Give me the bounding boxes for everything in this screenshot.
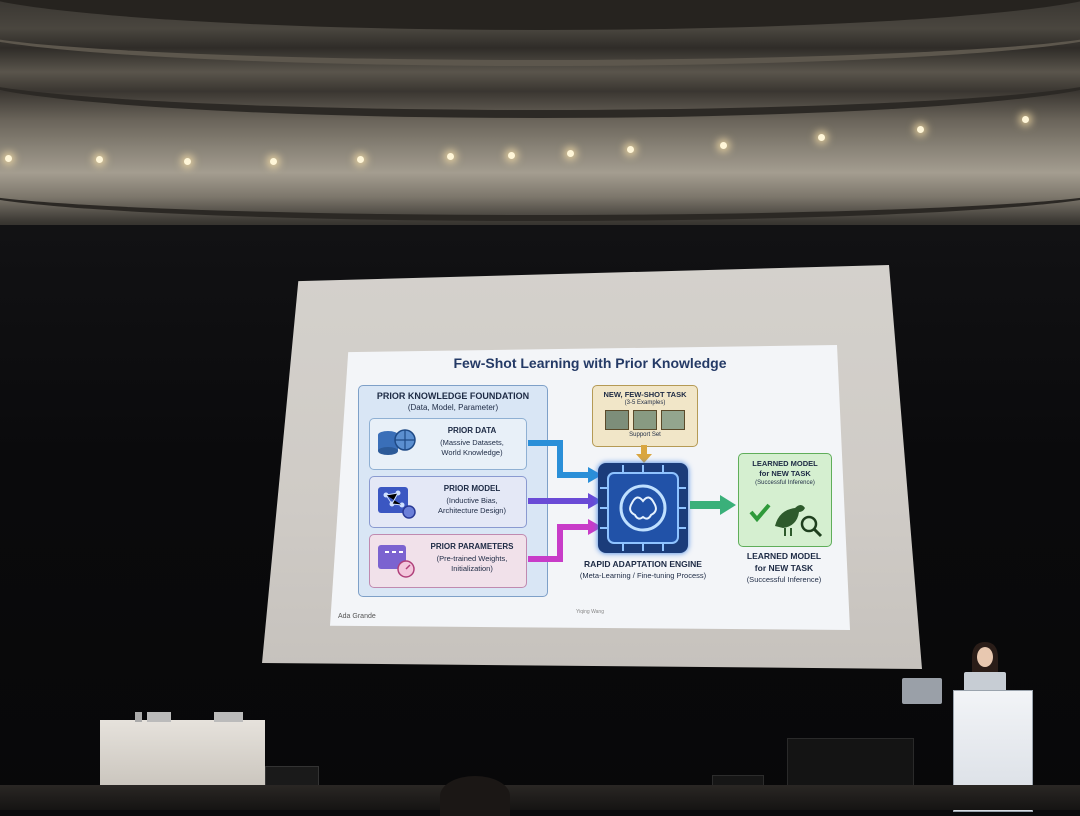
task-caption: Support Set	[629, 432, 661, 438]
network-gear-icon	[378, 487, 416, 519]
task-subheading: (3-5 Examples)	[624, 400, 666, 406]
output-arrow	[690, 495, 736, 515]
slide-title: Few-Shot Learning with Prior Knowledge	[453, 355, 727, 371]
support-image	[605, 410, 629, 430]
prior-parameters-line2: Initialization)	[451, 564, 493, 573]
ceiling-ring	[0, 155, 1080, 221]
result-label-line1: LEARNED MODEL	[746, 551, 822, 561]
foundation-heading: PRIOR KNOWLEDGE FOUNDATION	[376, 391, 530, 401]
weights-dial-icon	[378, 545, 415, 578]
support-image	[633, 410, 657, 430]
prior-model-line2: Architecture Design)	[438, 506, 506, 515]
database-globe-icon	[378, 429, 416, 455]
few-shot-task-box: NEW, FEW-SHOT TASK (3-5 Examples) Suppor…	[592, 385, 698, 447]
prior-parameters-line1: (Pre-trained Weights,	[436, 554, 508, 563]
prior-model-line1: (Inductive Bias,	[446, 496, 498, 505]
ceiling-light	[447, 153, 454, 160]
result-label-line3: (Successful Inference)	[746, 575, 822, 584]
prior-data-line2: World Knowledge)	[441, 448, 503, 457]
ceiling-light	[917, 126, 924, 133]
stage-desk	[100, 720, 265, 790]
ceiling-light	[357, 156, 364, 163]
ceiling-light	[96, 156, 103, 163]
ceiling-light	[818, 134, 825, 141]
prior-parameters-title: PRIOR PARAMETERS	[430, 542, 514, 551]
ceiling-light	[1022, 116, 1029, 123]
lectern-screen	[787, 738, 914, 790]
desk-items	[135, 712, 255, 722]
task-heading: NEW, FEW-SHOT TASK	[603, 390, 687, 399]
slide-footer-left: Ada Grande	[338, 613, 376, 620]
ceiling-ring	[0, 30, 1080, 118]
result-box-line3: (Successful Inference)	[755, 480, 815, 486]
ceiling-light	[5, 155, 12, 162]
ceiling-light	[508, 152, 515, 159]
engine-subtitle: (Meta-Learning / Fine-tuning Process)	[579, 571, 707, 580]
result-box-line2: for NEW TASK	[759, 469, 811, 478]
ceiling-light	[720, 142, 727, 149]
ceiling-light	[184, 158, 191, 165]
adaptation-engine	[598, 463, 688, 553]
result-box-line1: LEARNED MODEL	[752, 459, 818, 468]
ceiling	[0, 0, 1080, 240]
engine-title: RAPID ADAPTATION ENGINE	[584, 559, 702, 569]
prior-data-line1: (Massive Datasets,	[440, 438, 504, 447]
stage-floor	[0, 785, 1080, 810]
ceiling-light	[627, 146, 634, 153]
result-label-line2: for NEW TASK	[754, 563, 814, 573]
prior-parameters-card: PRIOR PARAMETERS (Pre-trained Weights, I…	[369, 534, 527, 588]
bird-magnifier-icon	[749, 503, 823, 538]
foundation-panel: PRIOR KNOWLEDGE FOUNDATION (Data, Model,…	[358, 385, 548, 597]
ceiling-light	[270, 158, 277, 165]
slide-footer-center: Yiqing Wang	[576, 609, 604, 615]
ceiling-light	[567, 150, 574, 157]
prior-data-card: PRIOR DATA (Massive Datasets, World Know…	[369, 418, 527, 470]
learned-model-box: LEARNED MODEL for NEW TASK (Successful I…	[738, 453, 832, 547]
speaker-laptop	[964, 672, 1006, 692]
knowledge-arrows	[528, 440, 602, 562]
brain-chip-icon	[600, 465, 686, 551]
slide: Few-Shot Learning with Prior Knowledge P…	[330, 345, 850, 630]
prior-data-title: PRIOR DATA	[447, 426, 497, 435]
task-arrow	[636, 445, 652, 463]
support-image	[661, 410, 685, 430]
laptop	[902, 678, 942, 704]
audience-head	[440, 776, 510, 816]
prior-model-card: PRIOR MODEL (Inductive Bias, Architectur…	[369, 476, 527, 528]
prior-model-title: PRIOR MODEL	[443, 484, 501, 493]
foundation-subheading: (Data, Model, Parameter)	[407, 403, 499, 412]
